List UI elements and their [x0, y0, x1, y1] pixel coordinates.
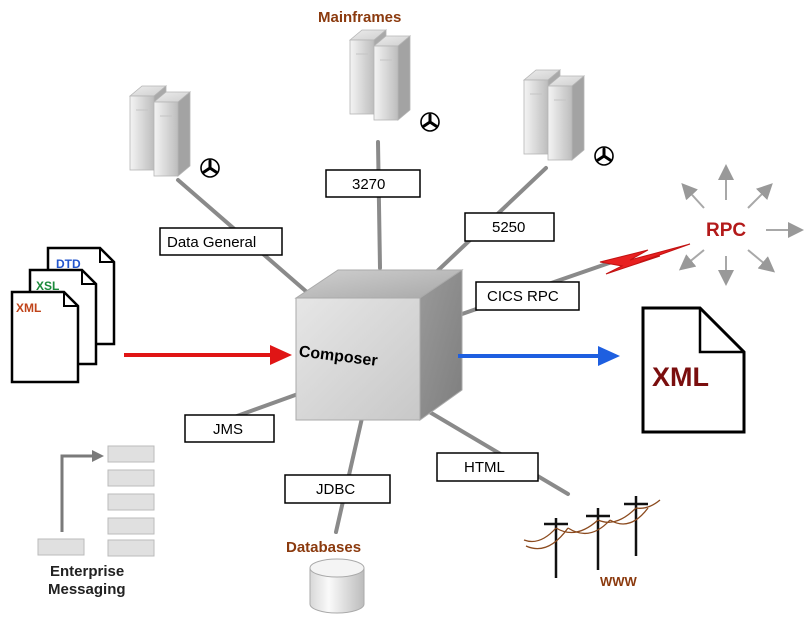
composer-cube: Composer — [294, 269, 464, 421]
connector-label-data-general: Data General — [167, 234, 256, 251]
connector-box-jdbc: JDBC — [284, 474, 391, 504]
connector-box-html: HTML — [436, 452, 539, 482]
xsl-label: XSL — [36, 279, 59, 293]
input-arrow — [124, 345, 292, 365]
www-label: WWW — [600, 574, 638, 589]
tape-icon — [593, 145, 615, 167]
connector-box-cics-rpc: CICS RPC — [475, 281, 580, 311]
tape-icon — [199, 157, 221, 179]
connector-box-jms: JMS — [184, 414, 275, 443]
tape-icon — [419, 111, 441, 133]
connector-label-jdbc: JDBC — [316, 481, 355, 498]
connector-label-5250: 5250 — [492, 219, 525, 236]
connector-box-3270: 3270 — [325, 169, 421, 198]
xml-output-label: XML — [652, 362, 709, 392]
rpc-burst — [678, 164, 804, 286]
connector-label-cics-rpc: CICS RPC — [487, 288, 559, 305]
document-stack: DTD XSL XML — [10, 246, 116, 384]
output-arrow — [458, 346, 620, 366]
server-data-general — [129, 85, 191, 177]
server-3270 — [349, 29, 411, 121]
databases-label: Databases — [286, 539, 361, 556]
connector-label-jms: JMS — [213, 421, 243, 438]
database-icon — [309, 558, 365, 614]
xml-output-document-icon: XML — [641, 306, 746, 434]
enterprise-label-line2: Messaging — [48, 581, 126, 598]
dtd-label: DTD — [56, 257, 81, 271]
mainframes-label: Mainframes — [318, 9, 401, 26]
xml-input-label: XML — [16, 301, 41, 315]
connector-label-3270: 3270 — [352, 176, 385, 193]
connector-label-html: HTML — [464, 459, 505, 476]
rpc-label: RPC — [706, 220, 746, 241]
lightning-icon — [599, 243, 691, 275]
enterprise-messaging-icon — [37, 445, 155, 557]
www-poles-icon — [523, 496, 661, 578]
xml-document-icon: XML — [10, 290, 80, 384]
connector-box-data-general: Data General — [159, 227, 283, 256]
enterprise-label-line1: Enterprise — [50, 563, 124, 580]
connector-box-5250: 5250 — [464, 212, 555, 242]
server-5250 — [523, 69, 585, 161]
